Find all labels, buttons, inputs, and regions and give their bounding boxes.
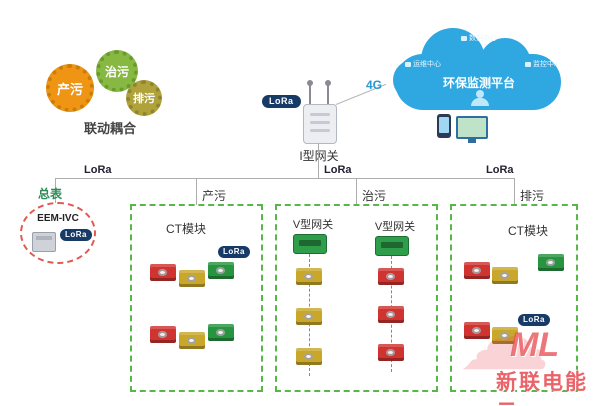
ct-module-red (378, 344, 404, 361)
lora-badge-produce: LoRa (218, 246, 250, 258)
ct-module-yellow (179, 270, 205, 287)
lora-link-right: LoRa (486, 164, 514, 176)
gears-caption: 联动耦合 (83, 121, 136, 136)
gear-produce-label: 产污 (56, 81, 83, 97)
cloud-node-ops: 运维中心 (405, 59, 441, 69)
ct-module-yellow (492, 327, 518, 344)
cloud-platform-title: 环保监测平台 (442, 76, 515, 90)
vgateway-label: V型网关 (292, 219, 334, 231)
zone-discharge-title: 排污 (520, 189, 545, 203)
ct-module-red (378, 268, 404, 285)
ct-module-red (378, 306, 404, 323)
gear-treat-label: 治污 (104, 64, 129, 79)
master-meter-model: EEM-IVC (37, 213, 79, 224)
master-meter-group: EEM-IVC LoRa (20, 202, 96, 264)
vgateway-label: V型网关 (374, 221, 416, 233)
gear-discharge: 排污 (126, 80, 162, 116)
gateway-slot (310, 113, 330, 116)
ct-module-red (150, 326, 176, 343)
lora-badge-gateway: LoRa (262, 95, 301, 108)
drop-line-discharge (514, 178, 515, 205)
ct-module-yellow (296, 308, 322, 325)
zone-treat: V型网关 V型网关 (275, 204, 438, 392)
gateway-drop-line (318, 143, 319, 178)
ct-module-yellow (296, 348, 322, 365)
lora-badge-discharge: LoRa (518, 314, 550, 326)
cloud-platform: 数据中心 运维中心 监控中心 环保监测平台 (393, 26, 565, 130)
type1-gateway-label: I型网关 (299, 149, 339, 163)
phone-icon (437, 114, 451, 138)
ct-module-red (464, 262, 490, 279)
cloud-node-datacenter: 数据中心 (393, 33, 565, 43)
ct-module-red (150, 264, 176, 281)
drop-line-treat (356, 178, 357, 205)
zone-produce-title: 产污 (202, 189, 227, 203)
lora-link-left: LoRa (84, 164, 112, 176)
ct-module-green (208, 262, 234, 279)
energy-meter-icon (32, 232, 56, 252)
4g-icon: 4G (366, 78, 383, 92)
ct-module-label: CT模块 (166, 222, 206, 236)
ct-module-label: CT模块 (508, 224, 548, 238)
ct-module-green (208, 324, 234, 341)
ct-module-green (538, 254, 564, 271)
type1-gateway-device (303, 104, 337, 144)
ct-module-yellow (492, 267, 518, 284)
cloud-node-monitor: 监控中心 (525, 59, 561, 69)
ct-module-red (464, 322, 490, 339)
antenna-icon (325, 80, 331, 106)
gear-produce: 产污 (46, 64, 94, 112)
zone-discharge: CT模块 LoRa (450, 204, 578, 392)
zone-produce: CT模块 LoRa (130, 204, 263, 392)
drop-line-master (55, 178, 56, 203)
gateway-slot (310, 121, 330, 124)
master-meter-title: 总表 (38, 187, 63, 201)
gateway-slot (310, 129, 330, 132)
v-gateway-device (375, 236, 409, 256)
lora-link-mid: LoRa (324, 164, 352, 176)
gear-treat: 治污 (96, 50, 138, 92)
drop-line-produce (196, 178, 197, 205)
user-person-icon (471, 90, 489, 106)
gear-discharge-label: 排污 (133, 93, 155, 105)
trunk-line (55, 178, 514, 179)
ct-module-yellow (296, 268, 322, 285)
zone-treat-title: 治污 (362, 189, 387, 203)
v-gateway-device (293, 234, 327, 254)
ct-module-yellow (179, 332, 205, 349)
lora-badge-master: LoRa (60, 229, 92, 241)
antenna-icon (307, 80, 313, 106)
monitor-icon (456, 116, 488, 143)
